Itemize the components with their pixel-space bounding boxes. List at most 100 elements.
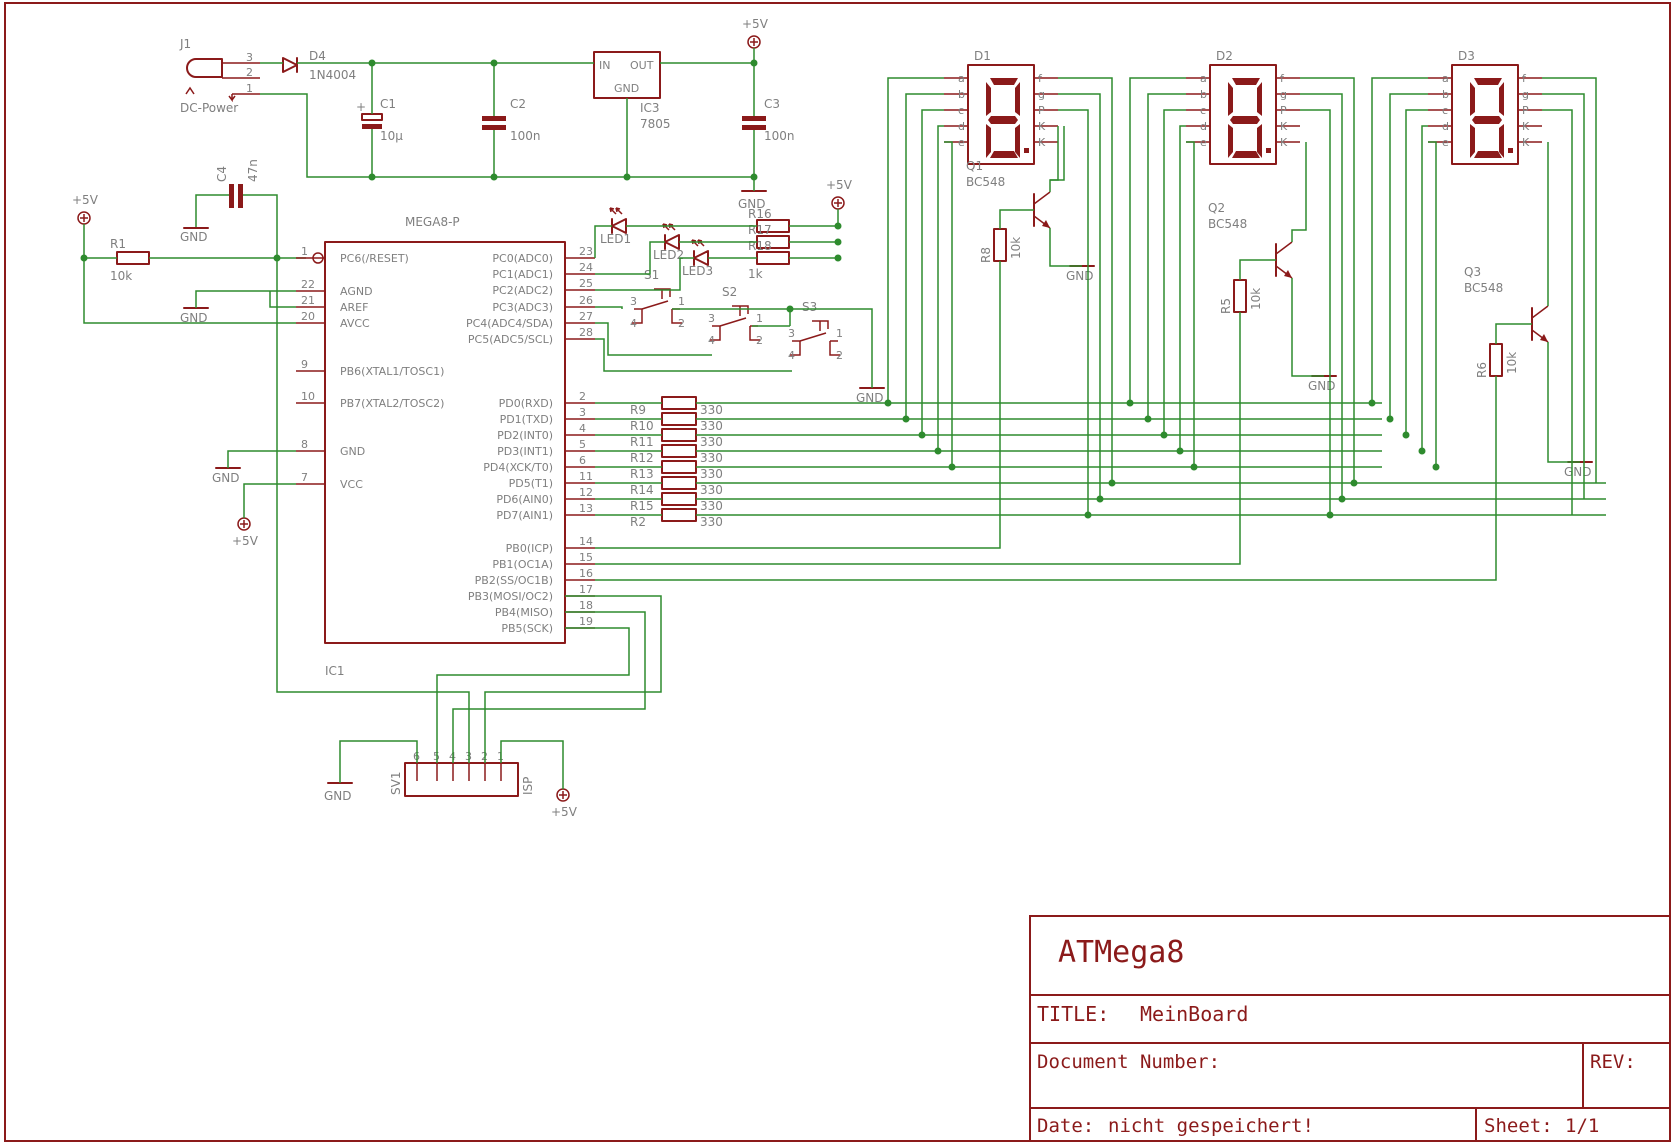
d4-name: D4	[309, 49, 326, 63]
svg-text:c: c	[958, 104, 964, 117]
svg-text:P: P	[1038, 104, 1045, 117]
svg-text:PC6(/RESET): PC6(/RESET)	[340, 252, 409, 265]
c3-name: C3	[764, 97, 780, 111]
svg-text:2: 2	[678, 317, 685, 330]
svg-text:1: 1	[301, 245, 308, 258]
svg-text:PC1(ADC1): PC1(ADC1)	[492, 268, 553, 281]
svg-text:c: c	[1200, 104, 1206, 117]
svg-text:PC5(ADC5/SCL): PC5(ADC5/SCL)	[468, 333, 553, 346]
svg-text:R16: R16	[748, 207, 772, 221]
svg-text:1: 1	[836, 327, 843, 340]
vcc-symbol-mcu: +5V	[232, 517, 259, 548]
svg-text:330: 330	[700, 499, 723, 513]
svg-text:PB1(OC1A): PB1(OC1A)	[492, 558, 553, 571]
svg-text:f: f	[1038, 72, 1043, 85]
svg-text:PD0(RXD): PD0(RXD)	[499, 397, 553, 410]
svg-text:e: e	[958, 136, 965, 149]
svg-text:2: 2	[246, 66, 253, 79]
svg-text:12: 12	[579, 486, 593, 499]
svg-text:PD2(INT0): PD2(INT0)	[497, 429, 553, 442]
svg-text:R18: R18	[748, 239, 772, 253]
svg-text:2: 2	[579, 390, 586, 403]
svg-text:PB2(SS/OC1B): PB2(SS/OC1B)	[475, 574, 553, 587]
svg-text:3: 3	[579, 406, 586, 419]
svg-text:d: d	[958, 120, 965, 133]
vcc-symbol-r1: +5V	[72, 193, 99, 225]
gnd-symbol-agnd: GND	[180, 307, 209, 325]
svg-text:17: 17	[579, 583, 593, 596]
svg-text:K: K	[1522, 136, 1530, 149]
svg-text:R9: R9	[630, 403, 646, 417]
capacitor-c4: C4 47n	[215, 159, 260, 208]
svg-text:GND: GND	[738, 197, 766, 211]
r1-value: 10k	[110, 269, 132, 283]
svg-text:PD5(T1): PD5(T1)	[509, 477, 553, 490]
svg-text:K: K	[1038, 136, 1046, 149]
isp-label: ISP	[521, 777, 535, 795]
svg-text:AREF: AREF	[340, 301, 368, 314]
svg-text:d: d	[1442, 120, 1449, 133]
sheet-label: Sheet:	[1484, 1115, 1553, 1137]
svg-text:g: g	[1280, 88, 1287, 101]
date-label: Date:	[1037, 1115, 1094, 1137]
svg-text:3: 3	[246, 51, 253, 64]
capacitor-c3: C3 100n	[742, 97, 795, 143]
svg-text:R11: R11	[630, 435, 654, 449]
svg-text:1: 1	[756, 312, 763, 325]
gnd-symbol-isp: GND	[324, 782, 353, 803]
isp-name: SV1	[389, 772, 403, 795]
svg-text:f: f	[1280, 72, 1285, 85]
svg-text:7: 7	[301, 471, 308, 484]
c1-name: C1	[380, 97, 396, 111]
svg-text:10: 10	[301, 390, 315, 403]
svg-text:+5V: +5V	[72, 193, 99, 207]
svg-text:2: 2	[836, 349, 843, 362]
svg-text:GND: GND	[324, 789, 352, 803]
svg-text:330: 330	[700, 515, 723, 529]
svg-text:27: 27	[579, 310, 593, 323]
led-3: LED3	[682, 239, 713, 278]
svg-text:Q1: Q1	[966, 159, 983, 173]
svg-text:e: e	[1442, 136, 1449, 149]
mcu-ic1: MEGA8-P IC1 1PC6(/RESET)22AGND21AREF20AV…	[296, 215, 595, 678]
svg-text:a: a	[1442, 72, 1449, 85]
gnd-symbol-c4: GND	[180, 227, 209, 244]
svg-text:a: a	[1200, 72, 1207, 85]
led-name: LED2	[653, 248, 684, 262]
svg-text:5: 5	[579, 438, 586, 451]
svg-text:d: d	[1200, 120, 1207, 133]
svg-text:4: 4	[708, 334, 715, 347]
svg-text:1k: 1k	[748, 267, 763, 281]
j1-name: J1	[179, 37, 191, 51]
c4-name: C4	[215, 166, 229, 182]
svg-text:26: 26	[579, 294, 593, 307]
sheet-value: 1/1	[1565, 1115, 1599, 1137]
svg-text:R15: R15	[630, 499, 654, 513]
svg-text:Q3: Q3	[1464, 265, 1481, 279]
svg-text:f: f	[1522, 72, 1527, 85]
svg-text:BC548: BC548	[1464, 281, 1503, 295]
svg-text:R13: R13	[630, 467, 654, 481]
svg-text:b: b	[1442, 88, 1449, 101]
svg-text:K: K	[1038, 120, 1046, 133]
svg-text:GND: GND	[856, 391, 884, 405]
